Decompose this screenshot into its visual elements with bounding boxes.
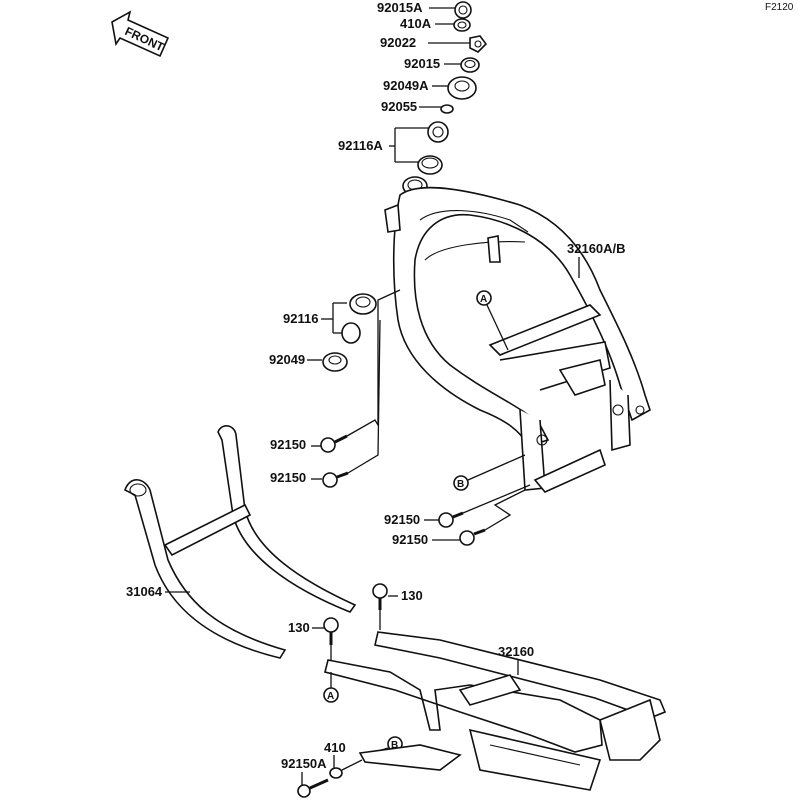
callout-label: 130 [288, 620, 310, 635]
svg-text:B: B [457, 479, 464, 490]
callout-label: 92116 [283, 311, 318, 326]
part-32160-subframe [324, 631, 667, 791]
lock-washer-icon [469, 35, 488, 53]
callout-label: 410A [400, 16, 432, 31]
callout-92116[interactable]: 92116 [283, 293, 377, 344]
callout-31064[interactable]: 31064 [126, 584, 190, 599]
callout-label: 92150 [384, 512, 420, 527]
bearing-icon [427, 121, 449, 143]
bearing-race-icon [349, 293, 377, 315]
callout-92015A[interactable]: 92015A [377, 0, 472, 19]
callout-label: 92150 [270, 437, 306, 452]
callout-label: 92015A [377, 0, 423, 15]
callout-label: 92150A [281, 756, 327, 771]
callout-label: 92150 [392, 532, 428, 547]
callout-32160[interactable]: 32160 [498, 644, 534, 675]
callout-92055[interactable]: 92055 [381, 99, 454, 114]
bolt-icon [320, 437, 336, 453]
callout-label: 410 [324, 740, 346, 755]
stem-nut-icon [460, 57, 480, 73]
bearing-race-icon [417, 155, 443, 175]
bolt-icon [459, 530, 475, 546]
callout-92116A[interactable]: 92116A [338, 121, 449, 175]
callout-label: 32160 [498, 644, 534, 659]
bolt-icon [322, 472, 338, 488]
reference-marker-B-upper[interactable]: B [453, 454, 526, 491]
callout-410[interactable]: 410 [324, 740, 363, 779]
bolt-icon [372, 583, 388, 599]
reference-marker-A-lower[interactable]: A [323, 672, 339, 703]
part-31064-bracket [124, 425, 357, 659]
svg-text:A: A [480, 294, 487, 305]
callout-label: 92022 [380, 35, 416, 50]
callout-label: 92015 [404, 56, 440, 71]
callout-label: 92116A [338, 138, 383, 153]
bolt-icon [323, 617, 339, 633]
callout-410A[interactable]: 410A [400, 16, 471, 32]
oil-seal-icon [447, 76, 477, 100]
callout-92015[interactable]: 92015 [404, 56, 480, 73]
callout-92150A[interactable]: 92150A [281, 756, 329, 798]
callout-130-1[interactable]: 130 [372, 583, 423, 630]
main-frame-32160AB [384, 176, 651, 493]
callout-label: 92150 [270, 470, 306, 485]
callout-92150-1[interactable]: 92150 [270, 289, 401, 453]
callout-32160AB[interactable]: 32160A/B [567, 241, 626, 278]
o-ring-icon [440, 104, 454, 114]
callout-label: 92055 [381, 99, 417, 114]
reference-marker-B-lower[interactable]: B [358, 736, 462, 771]
callout-92022[interactable]: 92022 [380, 35, 488, 53]
callout-label: 31064 [126, 584, 163, 599]
bearing-icon [341, 322, 361, 344]
bolt-icon [297, 784, 311, 798]
svg-text:A: A [327, 691, 334, 702]
front-arrow-icon: FRONT [111, 10, 170, 58]
callout-label: 130 [401, 588, 423, 603]
washer-icon [329, 767, 343, 779]
callout-label: 92049A [383, 78, 429, 93]
callout-92049[interactable]: 92049 [269, 352, 348, 372]
washer-icon [453, 18, 471, 32]
callout-92150-2[interactable]: 92150 [270, 319, 381, 488]
steering-stem-parts: 92015A 410A 92022 92015 92049A [338, 0, 488, 175]
svg-text:B: B [391, 740, 398, 751]
bolt-icon [438, 512, 454, 528]
callout-label: 92049 [269, 352, 305, 367]
reference-marker-A-upper[interactable]: A [476, 290, 509, 351]
nut-icon [454, 1, 472, 19]
figure-code: F2120 [765, 2, 794, 13]
callout-92150-4[interactable]: 92150 [392, 489, 526, 547]
oil-seal-icon [322, 352, 348, 372]
callout-92150-3[interactable]: 92150 [384, 484, 531, 528]
callout-92049A[interactable]: 92049A [383, 76, 477, 100]
callout-130-2[interactable]: 130 [288, 617, 339, 665]
callout-label: 32160A/B [567, 241, 626, 256]
